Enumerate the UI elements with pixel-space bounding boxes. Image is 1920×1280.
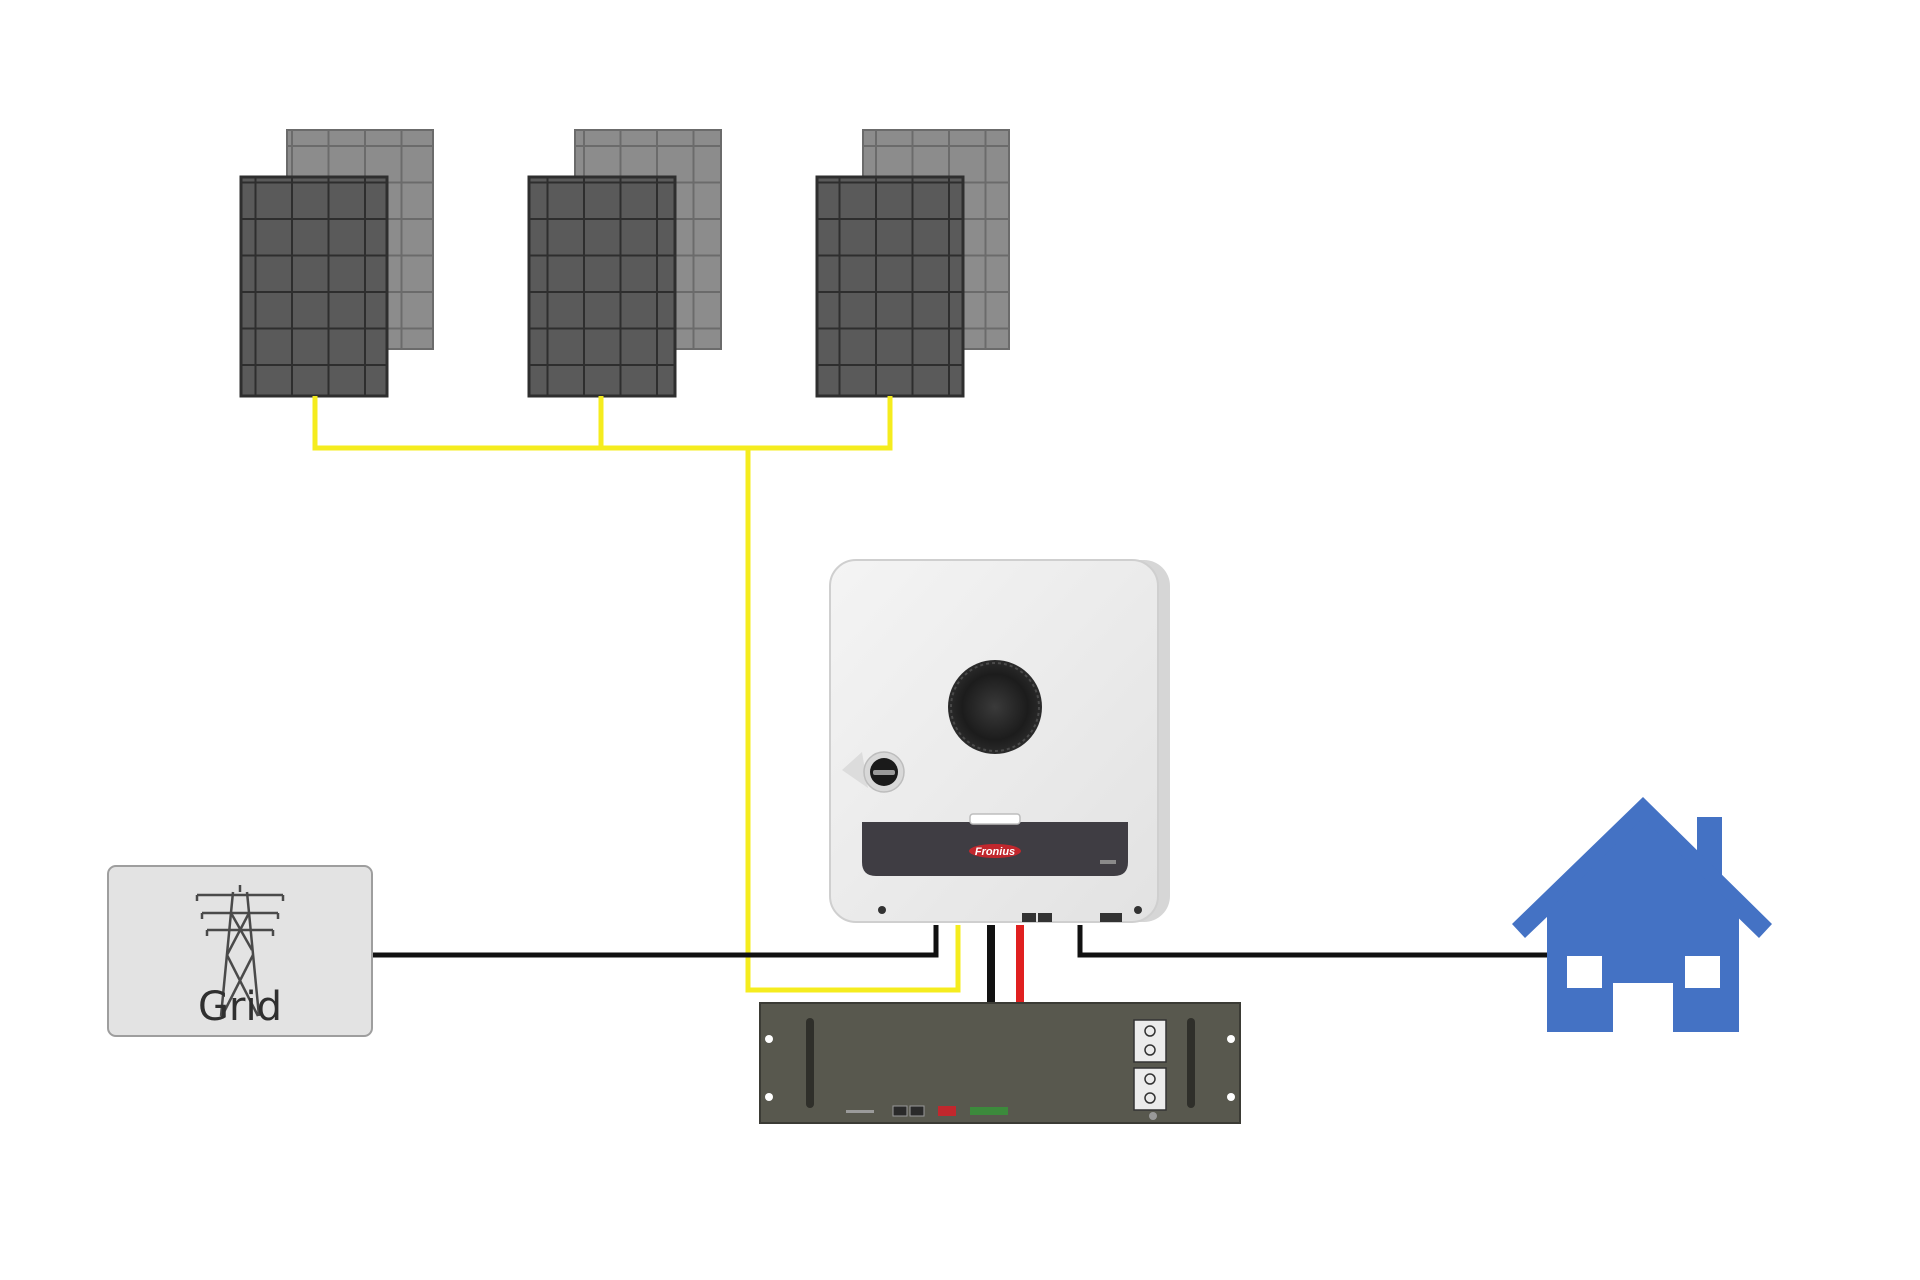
solar-panel-1	[239, 129, 434, 398]
solar-panel-front	[239, 175, 389, 398]
ac-wiring	[372, 925, 1550, 958]
house-body	[1547, 818, 1739, 1032]
transmission-tower-icon	[195, 885, 285, 1017]
grid-label: Grid	[198, 984, 282, 1030]
solar-panel-front	[527, 175, 677, 398]
house-icon	[1512, 797, 1772, 1032]
solar-panel-2	[527, 129, 722, 398]
grid-box: Grid	[107, 865, 373, 1037]
brand-logo-text: Fronius	[975, 846, 1015, 858]
solar-panel-front	[815, 175, 965, 398]
hybrid-inverter-icon: Fronius	[829, 559, 1170, 923]
battery-cables	[987, 925, 1024, 1010]
brand-logo: Fronius	[969, 844, 1021, 858]
battery-body	[759, 1002, 1241, 1124]
fan-icon	[948, 660, 1042, 754]
grid-line	[372, 925, 939, 958]
dc-switch-icon	[842, 751, 905, 793]
house-line	[1077, 925, 1550, 958]
solar-array	[239, 129, 1010, 398]
pv-wiring	[312, 396, 961, 993]
battery-rack-icon	[759, 1002, 1241, 1124]
solar-panel-3	[815, 129, 1010, 398]
